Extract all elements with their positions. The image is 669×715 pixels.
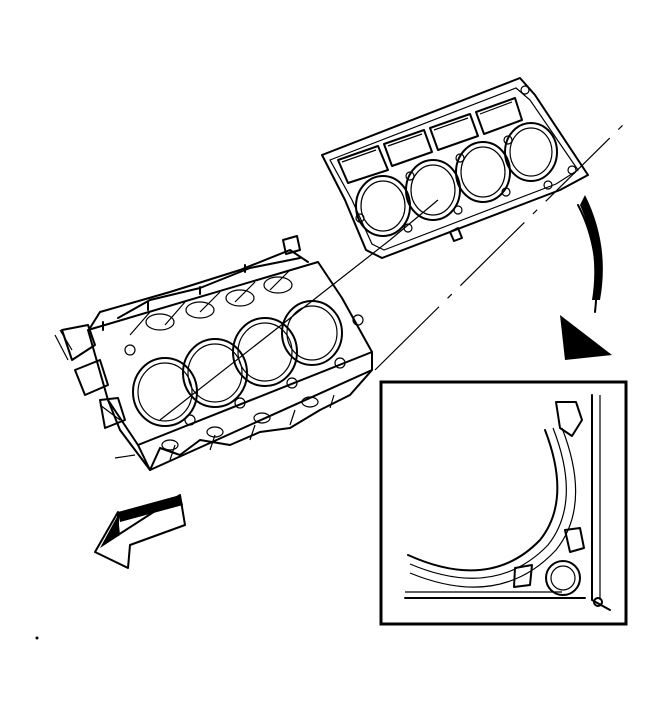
detail-inset	[379, 380, 628, 626]
alignment-lines	[159, 119, 629, 421]
head-gasket	[321, 77, 589, 259]
engine-block	[54, 235, 373, 471]
curved-arrow-icon	[560, 195, 612, 360]
stray-dot	[35, 636, 39, 640]
front-direction-arrow-icon	[94, 494, 186, 569]
